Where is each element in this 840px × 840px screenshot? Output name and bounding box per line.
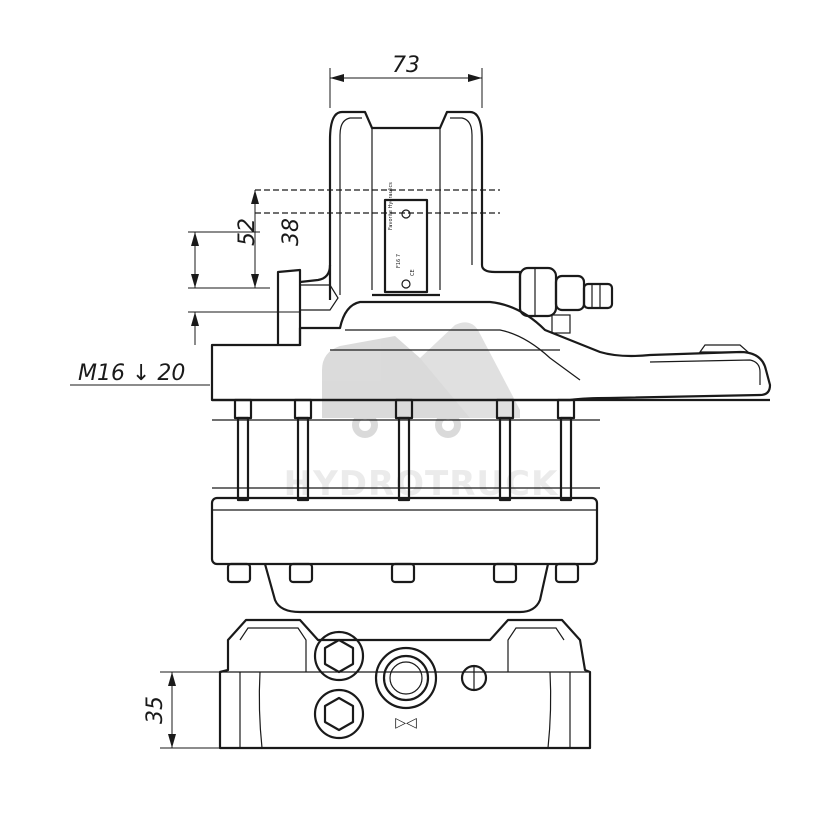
bolt-5: [556, 398, 576, 502]
nameplate: Favorite Hydraulics F16 7 CE: [383, 182, 429, 294]
bolt-1: [233, 398, 253, 502]
nameplate-line-3: CE: [410, 269, 416, 276]
bolt-3: [394, 398, 414, 502]
dimension-38-label: 38: [279, 218, 304, 246]
bolt-2: [293, 398, 313, 502]
motor-block: [218, 618, 592, 750]
thread-callout-label: M16 ↓ 20: [78, 361, 185, 386]
hex-port-lower: [313, 688, 365, 740]
dimension-35-label: 35: [143, 696, 168, 724]
top-link-yoke: [255, 110, 522, 300]
drain-port: [460, 664, 488, 692]
middle-flange: [210, 496, 599, 566]
bolt-4: [495, 398, 515, 502]
dimension-73-label: 73: [392, 53, 420, 78]
flange-nuts: [226, 562, 580, 614]
hex-port-upper: [313, 630, 365, 682]
dimension-35: 35: [143, 671, 222, 749]
flow-symbol: ▷◁: [395, 715, 417, 731]
truck-icon: [322, 322, 520, 438]
nameplate-line-1: Favorite Hydraulics: [388, 182, 394, 230]
thread-callout: M16 ↓ 20: [70, 311, 300, 386]
main-port: [374, 646, 438, 710]
dimension-73: 73: [329, 53, 483, 108]
dimension-52-label: 52: [235, 218, 260, 246]
hose-fitting: [518, 266, 614, 334]
tie-bolts: [212, 398, 600, 502]
dimension-52-38: 52 38: [188, 190, 304, 289]
pin-boss: [276, 268, 339, 346]
nameplate-line-2: F16 7: [396, 254, 402, 268]
